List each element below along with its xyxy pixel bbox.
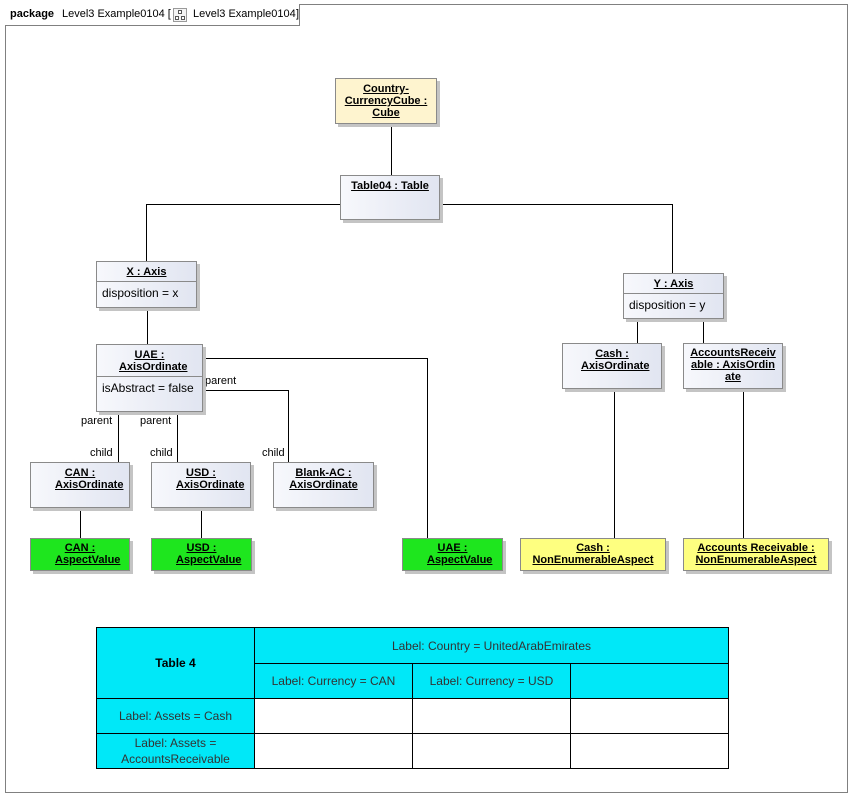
y-axis-disposition: disposition = y — [624, 293, 723, 312]
edge-label-child-blank: child — [262, 447, 285, 459]
cube-title: Country-CurrencyCube : Cube — [344, 83, 428, 119]
row-header-accounts-receivable: Label: Assets = AccountsReceivable — [96, 733, 255, 769]
uae-ordinate-node[interactable]: UAE : AxisOrdinate isAbstract = false — [96, 344, 203, 412]
table-corner-label: Table 4 — [96, 627, 255, 699]
edge-table-y-axis — [440, 204, 673, 273]
edge-table-x-axis — [146, 204, 341, 261]
class-diagram-icon — [173, 8, 187, 22]
edge-uae-uae-value — [203, 358, 428, 538]
uae-ordinate-is-abstract: isAbstract = false — [97, 376, 202, 395]
table-cell — [412, 733, 571, 769]
edge-label-child-usd: child — [150, 447, 173, 459]
diagram-name: Level3 Example0104 — [193, 8, 296, 20]
can-aspect-value-node[interactable]: CAN : AspectValue — [30, 538, 130, 571]
edge-label-parent-usd: parent — [140, 415, 172, 427]
uae-ordinate-title: UAE : AxisOrdinate — [119, 349, 188, 373]
cash-non-enumerable-aspect-title: Cash : NonEnumerableAspect — [532, 542, 654, 566]
blank-ac-ordinate-node[interactable]: Blank-AC : AxisOrdinate — [273, 462, 374, 508]
blank-ac-ordinate-title: Blank-AC : AxisOrdinate — [289, 467, 358, 491]
package-frame — [5, 4, 848, 793]
x-axis-node[interactable]: X : Axis disposition = x — [96, 261, 197, 308]
table-cell — [570, 698, 729, 734]
table-title: Table04 : Table — [351, 180, 429, 192]
row-header-cash: Label: Assets = Cash — [96, 698, 255, 734]
usd-ordinate-node[interactable]: USD : AxisOrdinate — [151, 462, 251, 508]
cube-node[interactable]: Country-CurrencyCube : Cube — [335, 78, 437, 124]
x-axis-disposition: disposition = x — [97, 281, 196, 300]
currency-can-header: Label: Currency = CAN — [254, 663, 413, 699]
accounts-receivable-non-enumerable-aspect-title: Accounts Receivable : NonEnumerableAspec… — [695, 542, 817, 566]
table-node[interactable]: Table04 : Table — [340, 175, 440, 220]
package-tab: package Level3 Example0104 [ Level3 Exam… — [5, 4, 300, 26]
accounts-receivable-non-enumerable-aspect-node[interactable]: Accounts Receivable : NonEnumerableAspec… — [683, 538, 829, 571]
edge-label-child-can: child — [90, 447, 113, 459]
uae-aspect-value-node[interactable]: UAE : AspectValue — [402, 538, 503, 571]
currency-usd-header: Label: Currency = USD — [412, 663, 571, 699]
table-cell — [254, 733, 413, 769]
table-cell — [254, 698, 413, 734]
can-ordinate-node[interactable]: CAN : AxisOrdinate — [30, 462, 130, 508]
edge-label-parent-can: parent — [81, 415, 113, 427]
usd-ordinate-title: USD : AxisOrdinate — [176, 467, 245, 491]
cash-ordinate-title: Cash : AxisOrdinate — [581, 348, 650, 372]
accounts-receivable-ordinate-title: AccountsReceivable : AxisOrdinate — [690, 347, 776, 383]
can-ordinate-title: CAN : AxisOrdinate — [55, 467, 124, 491]
rendering-table: Table 4 Label: Country = UnitedArabEmira… — [96, 627, 729, 769]
cash-non-enumerable-aspect-node[interactable]: Cash : NonEnumerableAspect — [520, 538, 666, 571]
usd-aspect-value-node[interactable]: USD : AspectValue — [151, 538, 252, 571]
cash-ordinate-node[interactable]: Cash : AxisOrdinate — [562, 343, 662, 389]
table-cell — [570, 733, 729, 769]
country-header: Label: Country = UnitedArabEmirates — [254, 627, 729, 664]
edge-uae-blank — [203, 390, 289, 462]
package-keyword: package — [10, 8, 55, 20]
package-name: Level3 Example0104 [ — [62, 8, 171, 20]
edge-label-parent-blank: parent — [205, 375, 237, 387]
y-axis-node[interactable]: Y : Axis disposition = y — [623, 273, 724, 319]
y-axis-title: Y : Axis — [653, 278, 694, 290]
usd-aspect-value-title: USD : AspectValue — [176, 542, 242, 566]
accounts-receivable-ordinate-node[interactable]: AccountsReceivable : AxisOrdinate — [683, 343, 783, 389]
can-aspect-value-title: CAN : AspectValue — [55, 542, 121, 566]
uae-aspect-value-title: UAE : AspectValue — [427, 542, 493, 566]
currency-empty-header — [570, 663, 729, 699]
table-cell — [412, 698, 571, 734]
x-axis-title: X : Axis — [126, 266, 167, 278]
package-close-bracket: ] — [296, 8, 300, 20]
